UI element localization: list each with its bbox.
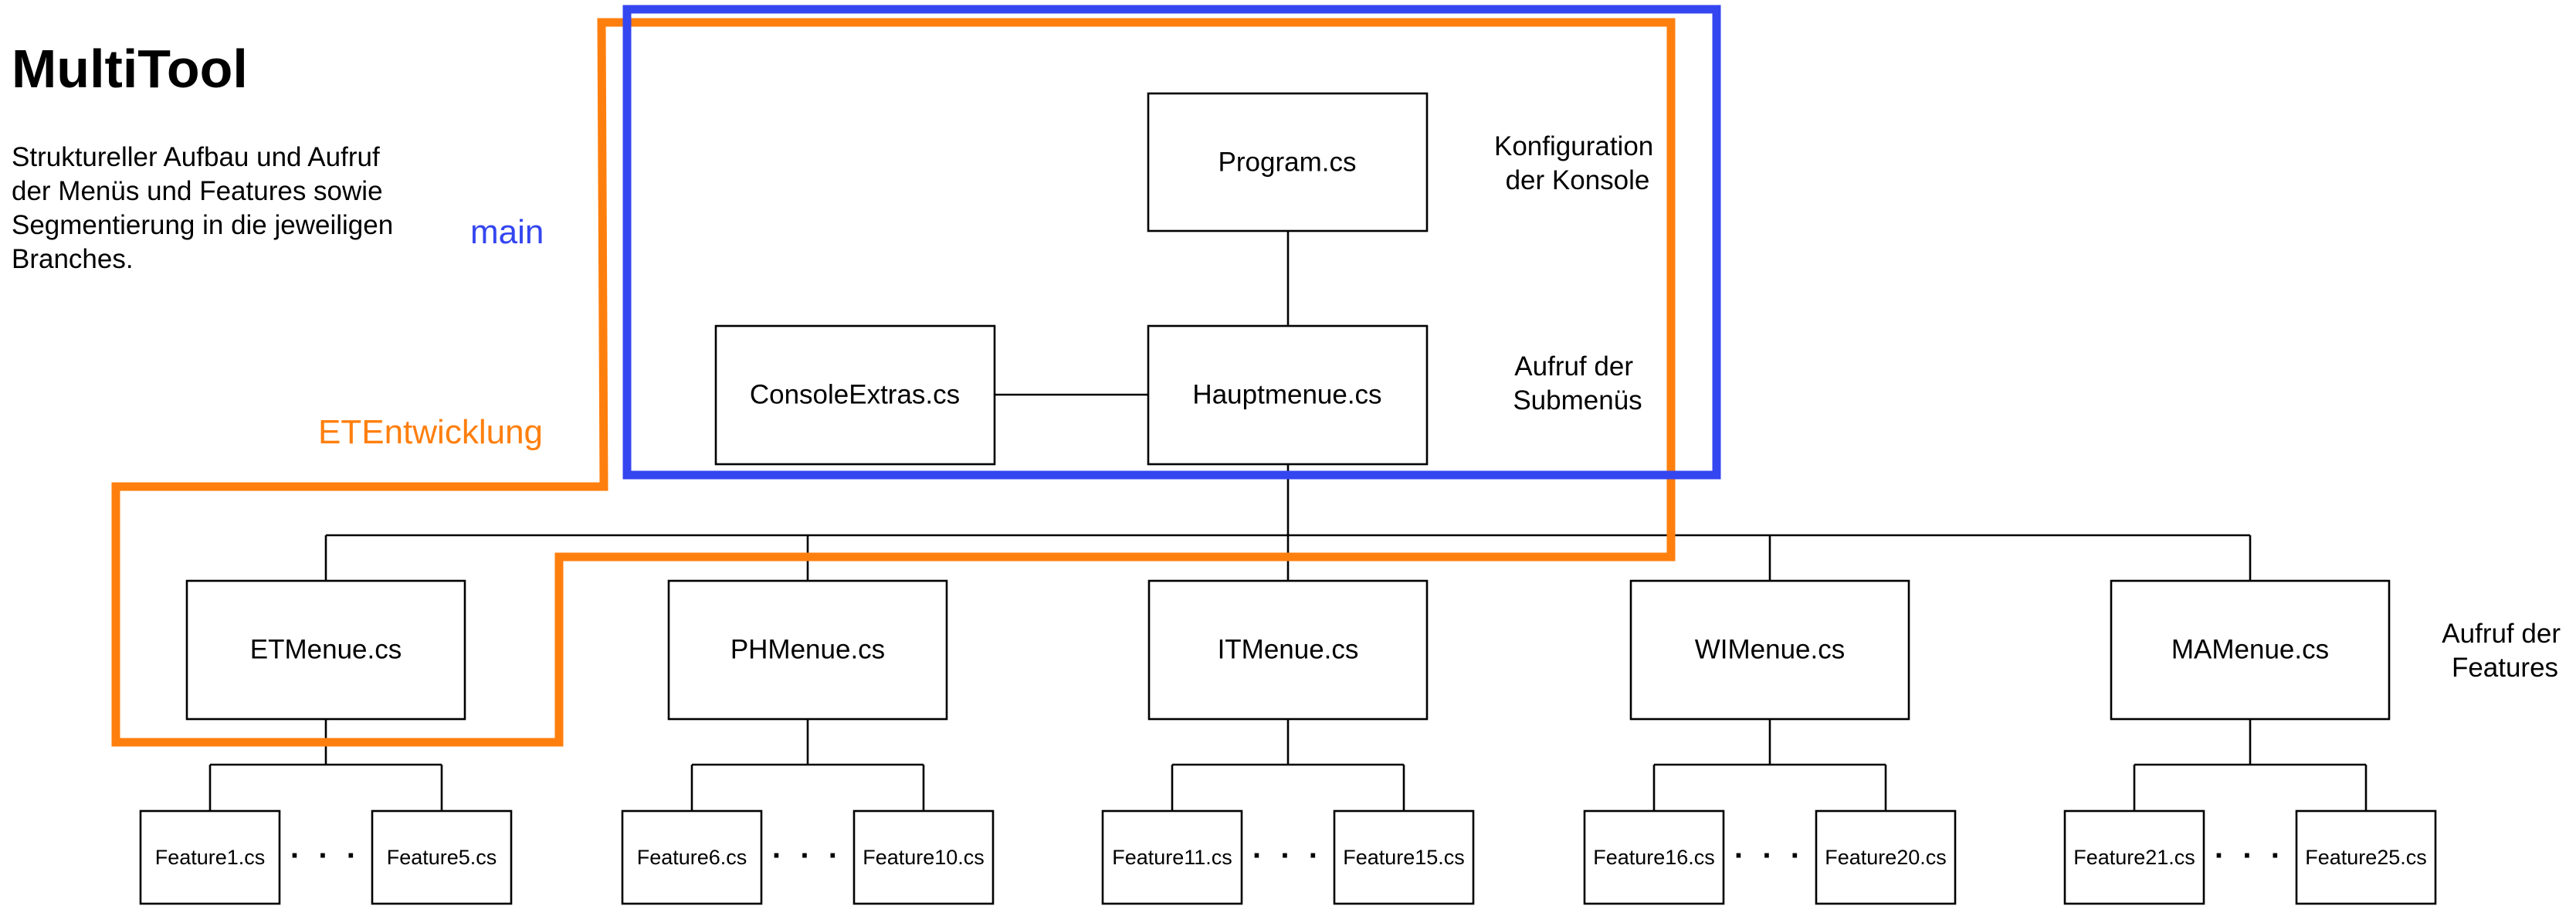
node-phmenue: PHMenue.cs [667,579,948,721]
ellipsis: · · · [1734,839,1805,873]
node-itmenue: ITMenue.cs [1147,579,1429,721]
node-mamenue: MAMenue.cs [2110,579,2391,721]
feature-box [1101,809,1243,905]
feature-box [1583,809,1725,905]
note-line: Konfiguration [1494,131,1653,161]
feature-label: Feature11.cs [1112,846,1232,869]
connector-phmenue-features [690,719,925,811]
ellipsis: · · · [2215,839,2286,873]
node-hauptmenue: Hauptmenue.cs [1147,324,1429,466]
node-consoleextras-label: ConsoleExtras.cs [750,380,960,410]
ellipsis: · · · [290,839,361,873]
ellipsis: · · · [1252,839,1324,873]
description-line: Branches. [12,244,134,274]
menu-label: MAMenue.cs [2171,635,2329,665]
feature-box [2063,809,2205,905]
connector-wimenue-features [1652,719,1887,811]
node-hauptmenue-label: Hauptmenue.cs [1192,380,1381,410]
description-line: Struktureller Aufbau und Aufruf [12,142,380,172]
feature-group-wi: Feature16.cs · · · Feature20.cs [1583,809,1957,905]
feature-group-ma: Feature21.cs · · · Feature25.cs [2063,809,2437,905]
note-submenues: Aufruf der Submenüs [1513,351,1642,416]
description-line: der Menüs und Features sowie [12,176,383,206]
feature-group-et: Feature1.cs · · · Feature5.cs [139,809,513,905]
node-consoleextras: ConsoleExtras.cs [714,324,996,466]
feature-label: Feature20.cs [1825,846,1947,869]
note-line: Features [2452,653,2558,683]
branch-main-label: main [470,213,544,251]
note-line: Submenüs [1513,385,1642,416]
connector-etmenue-features [208,719,443,811]
menu-label: WIMenue.cs [1695,635,1846,665]
feature-label: Feature6.cs [637,846,747,869]
feature-group-ph: Feature6.cs · · · Feature10.cs [621,809,995,905]
feature-box [621,809,763,905]
feature-box [1333,809,1475,905]
feature-label: Feature16.cs [1593,846,1715,869]
branch-et-outline [111,18,1676,747]
ellipsis: · · · [772,839,843,873]
menu-label: ITMenue.cs [1218,635,1359,665]
note-features: Aufruf der Features [2442,619,2568,683]
feature-box [2295,809,2437,905]
feature-label: Feature5.cs [387,846,497,869]
feature-box [1815,809,1957,905]
page-title: MultiTool [12,39,248,99]
branch-et-label: ETEntwicklung [318,413,543,451]
feature-label: Feature15.cs [1343,846,1465,869]
note-line: Aufruf der [2442,619,2561,649]
menu-label: PHMenue.cs [730,635,885,665]
connectors [208,231,2368,811]
feature-box [852,809,995,905]
connector-itmenue-features [1171,719,1405,811]
feature-box [139,809,281,905]
description: Struktureller Aufbau und Aufruf der Menü… [12,142,401,274]
feature-label: Feature25.cs [2305,846,2427,869]
feature-group-it: Feature11.cs · · · Feature15.cs [1101,809,1475,905]
feature-box [371,809,513,905]
feature-label: Feature21.cs [2073,846,2195,869]
note-line: der Konsole [1506,165,1650,195]
menu-label: ETMenue.cs [250,635,402,665]
branch-main-outline [622,5,1721,480]
node-program: Program.cs [1147,92,1429,232]
node-program-label: Program.cs [1219,148,1357,178]
connector-mamenue-features [2133,719,2368,811]
node-wimenue: WIMenue.cs [1629,579,1910,721]
note-line: Aufruf der [1514,351,1633,382]
note-konfiguration: Konfiguration der Konsole [1494,131,1661,195]
node-etmenue: ETMenue.cs [185,579,466,721]
description-line: Segmentierung in die jeweiligen [12,210,393,240]
feature-label: Feature10.cs [863,846,985,869]
feature-label: Feature1.cs [155,846,266,869]
